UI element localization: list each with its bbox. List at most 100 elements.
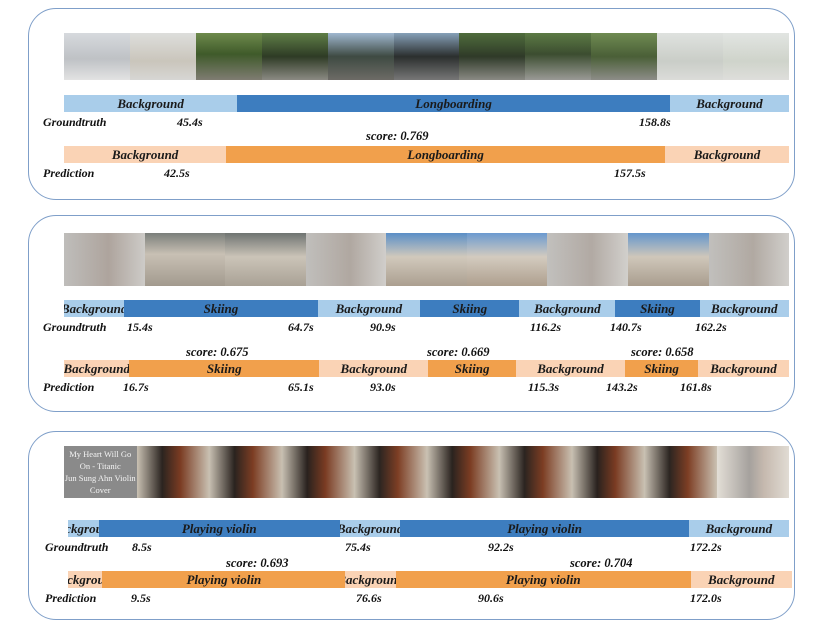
video-frame [466, 233, 548, 286]
time-label: 45.4s [177, 115, 203, 129]
video-frame [386, 233, 467, 286]
pred-background-segment: Background [68, 571, 103, 588]
video-frame [644, 446, 717, 498]
title-card-frame: My Heart Will Go On - Titanic Jun Sung A… [64, 446, 137, 498]
time-label: 90.6s [478, 591, 504, 605]
video-frame [305, 233, 387, 286]
video-frame [209, 446, 282, 498]
video-frame [657, 33, 724, 80]
pred-background-segment: Background [690, 571, 792, 588]
time-label: 162.2s [695, 320, 727, 334]
video-frame [627, 233, 709, 286]
score-label: score: 0.704 [570, 556, 633, 570]
video-frame [64, 33, 130, 80]
video-frame [354, 446, 427, 498]
time-label: 157.5s [614, 166, 646, 180]
score-label: score: 0.669 [427, 345, 490, 359]
gt-action-segment: Skiing [124, 300, 318, 317]
time-label: 116.2s [530, 320, 562, 334]
pred-background-segment: Background [319, 360, 429, 377]
time-label: 64.7s [288, 320, 314, 334]
gt-action-segment: Longboarding [237, 95, 670, 112]
prediction-label: Prediction [43, 166, 95, 180]
pred-action-segment: Longboarding [226, 146, 665, 163]
gt-background-segment: Background [699, 300, 789, 317]
title-card-line: Jun Sung Ahn Violin Cover [64, 473, 136, 495]
pred-action-segment: Playing violin [102, 571, 346, 588]
time-label: 9.5s [131, 591, 151, 605]
video-frame [129, 33, 196, 80]
time-label: 75.4s [345, 540, 371, 554]
time-label: 76.6s [356, 591, 382, 605]
video-frame [144, 233, 226, 286]
gt-background-segment: Background [669, 95, 789, 112]
gt-action-segment: Playing violin [400, 520, 689, 537]
video-frame [571, 446, 644, 498]
score-label: score: 0.658 [631, 345, 694, 359]
video-frame [393, 33, 460, 80]
time-label: 65.1s [288, 380, 314, 394]
video-frame [459, 33, 526, 80]
pred-background-segment: Background [345, 571, 396, 588]
video-frame [716, 446, 789, 498]
pred-background-segment: Background [664, 146, 789, 163]
time-label: 16.7s [123, 380, 149, 394]
groundtruth-label: Groundtruth [43, 320, 107, 334]
video-frame [136, 446, 209, 498]
prediction-label: Prediction [43, 380, 95, 394]
title-card-line: My Heart Will Go On - Titanic [69, 449, 132, 471]
time-label: 42.5s [164, 166, 190, 180]
time-label: 143.2s [606, 380, 638, 394]
video-frame [64, 233, 145, 286]
time-label: 172.2s [690, 540, 722, 554]
score-label: score: 0.769 [366, 129, 429, 143]
video-frame [525, 33, 592, 80]
video-frame [281, 446, 354, 498]
video-frame [708, 233, 789, 286]
video-frame [547, 233, 628, 286]
gt-background-segment: Background [519, 300, 616, 317]
frame-strip-longboarding [64, 33, 789, 80]
time-label: 115.3s [528, 380, 560, 394]
frame-strip-skiing [64, 233, 789, 286]
score-label: score: 0.675 [186, 345, 249, 359]
score-label: score: 0.693 [226, 556, 289, 570]
pred-background-segment: Background [64, 146, 227, 163]
pred-background-segment: Background [515, 360, 626, 377]
gt-background-segment: Background [64, 300, 125, 317]
gt-background-segment: Background [339, 520, 401, 537]
time-label: 15.4s [127, 320, 153, 334]
gt-background-segment: Background [317, 300, 421, 317]
time-label: 90.9s [370, 320, 396, 334]
time-label: 172.0s [690, 591, 722, 605]
video-frame [499, 446, 572, 498]
pred-action-segment: Skiing [625, 360, 699, 377]
gt-action-segment: Skiing [420, 300, 520, 317]
video-frame [261, 33, 328, 80]
pred-action-segment: Skiing [129, 360, 320, 377]
gt-background-segment: Background [64, 95, 238, 112]
gt-action-segment: Skiing [615, 300, 700, 317]
prediction-label: Prediction [45, 591, 97, 605]
video-frame [426, 446, 499, 498]
time-label: 158.8s [639, 115, 671, 129]
pred-action-segment: Playing violin [395, 571, 691, 588]
time-label: 140.7s [610, 320, 642, 334]
gt-background-segment: Background [688, 520, 789, 537]
pred-action-segment: Skiing [428, 360, 516, 377]
pred-background-segment: Background [698, 360, 789, 377]
video-frame [327, 33, 394, 80]
video-frame [225, 233, 306, 286]
video-frame [591, 33, 658, 80]
time-label: 161.8s [680, 380, 712, 394]
groundtruth-label: Groundtruth [45, 540, 109, 554]
video-frame [723, 33, 789, 80]
gt-action-segment: Playing violin [98, 520, 340, 537]
time-label: 8.5s [132, 540, 152, 554]
time-label: 93.0s [370, 380, 396, 394]
